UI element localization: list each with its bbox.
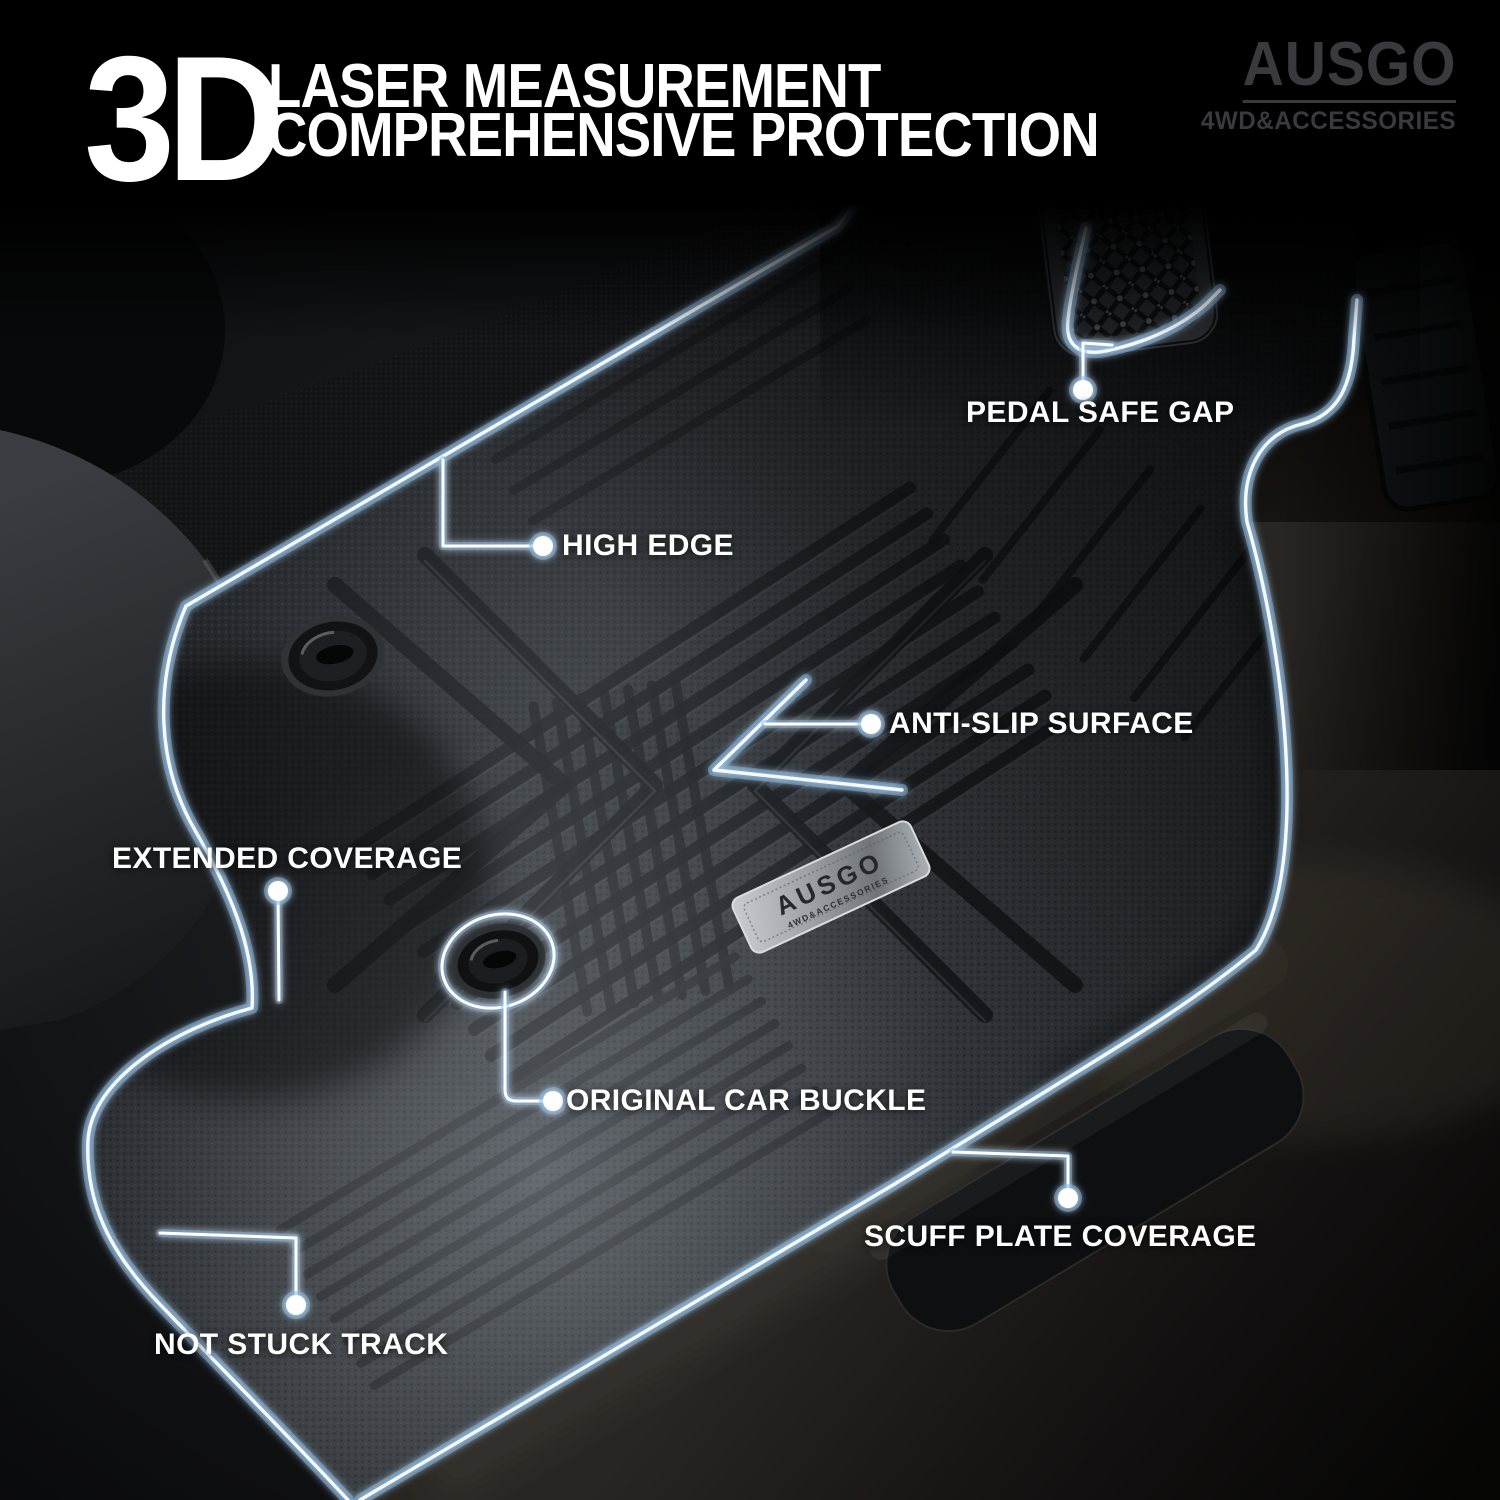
callout-original-car-buckle: ORIGINAL CAR BUCKLE xyxy=(566,1084,927,1117)
buckle-hole-rear xyxy=(281,615,385,697)
callout-high-edge: HIGH EDGE xyxy=(562,529,734,562)
brand-logo: AUSGO 4WD&ACCESSORIES xyxy=(1193,34,1456,136)
buckle-hole-front xyxy=(450,923,546,999)
headline-3d: 3D xyxy=(84,19,285,218)
headline-line2: COMPREHENSIVE PROTECTION xyxy=(268,101,1100,170)
callout-not-stuck-track: NOT STUCK TRACK xyxy=(154,1328,449,1361)
callout-anti-slip-surface: ANTI-SLIP SURFACE xyxy=(889,707,1194,740)
brand-tagline: 4WD&ACCESSORIES xyxy=(1200,107,1456,135)
headline-title: LASER MEASUREMENT COMPREHENSIVE PROTECTI… xyxy=(268,52,1100,170)
callout-extended-coverage: EXTENDED COVERAGE xyxy=(112,842,463,875)
headline-line1: LASER MEASUREMENT xyxy=(268,52,881,121)
callout-scuff-plate-coverage: SCUFF PLATE COVERAGE xyxy=(864,1220,1257,1253)
brand-name: AUSGO xyxy=(1242,34,1456,103)
callout-pedal-safe-gap: PEDAL SAFE GAP xyxy=(966,396,1235,429)
glow-annotations xyxy=(81,154,1363,1500)
top-fade xyxy=(0,0,1500,340)
